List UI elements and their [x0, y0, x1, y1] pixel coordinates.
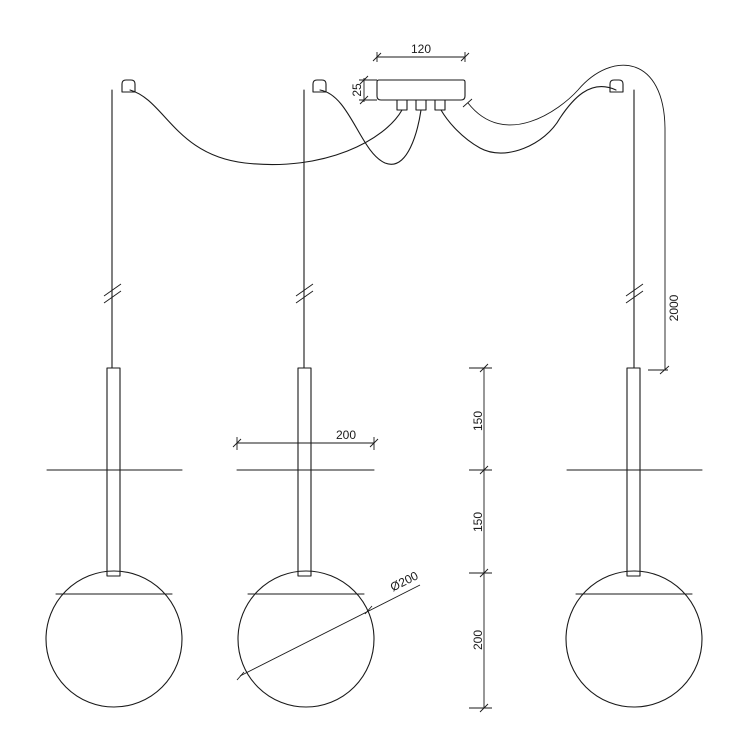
tube-middle	[297, 367, 312, 577]
globe-right	[565, 570, 703, 708]
canopy-height-dimension: 25	[350, 75, 377, 105]
cable-gland-3	[434, 99, 446, 111]
canopy-height-label: 25	[350, 83, 364, 97]
cables	[111, 86, 635, 369]
canopy-width-dimension: 120	[372, 42, 470, 62]
shade-width-label: 200	[336, 428, 356, 442]
cable-right-swag	[440, 86, 617, 154]
globe-middle	[237, 570, 375, 708]
cable-length-dimension: 2000	[462, 64, 681, 375]
height-dimension-chain: 150 150 200	[469, 363, 492, 713]
globe-left	[45, 570, 183, 708]
ceiling-hook-left	[121, 79, 136, 93]
canopy-width-label: 120	[411, 42, 431, 56]
tube-left	[106, 367, 121, 577]
ceiling-canopy	[376, 79, 466, 111]
cable-gland-1	[396, 99, 408, 111]
globe-diameter-label: Ø200	[388, 568, 421, 594]
segment-top-label: 150	[471, 411, 485, 431]
cable-left-swag	[129, 89, 403, 166]
segment-middle-label: 150	[471, 512, 485, 532]
tube-right	[626, 367, 641, 577]
cable-middle-swag	[319, 89, 422, 165]
ceiling-hook-right	[609, 79, 624, 93]
cable-gland-2	[415, 99, 427, 111]
cable-break-marks	[103, 283, 644, 304]
shade-width-dimension: 200	[232, 428, 379, 450]
cable-length-label: 2000	[667, 294, 681, 321]
segment-bottom-label: 200	[471, 630, 485, 650]
pendant-tubes	[106, 367, 641, 577]
ceiling-hook-middle	[312, 79, 327, 93]
